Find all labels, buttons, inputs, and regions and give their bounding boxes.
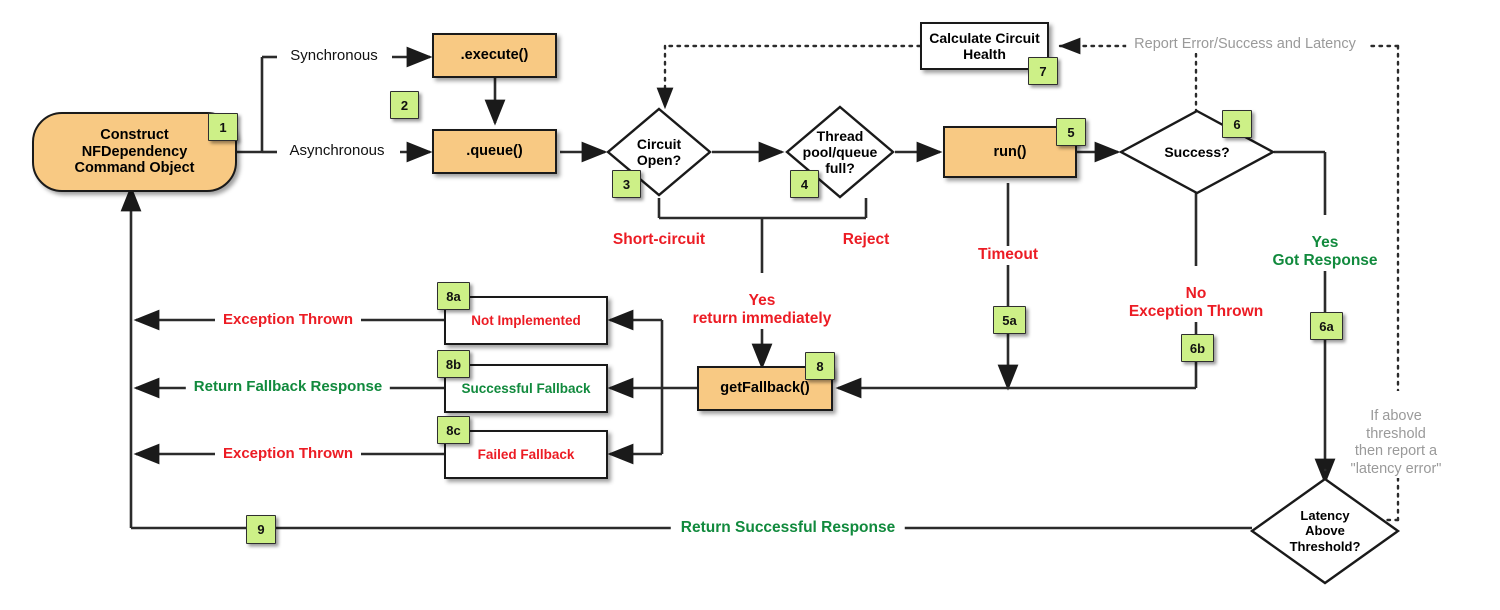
label-reject: Reject	[838, 231, 894, 250]
label-return-fallback-response: Return Fallback Response	[185, 378, 391, 396]
label-no-exception-thrown-text: No Exception Thrown	[1128, 284, 1264, 321]
node-get-fallback-label: getFallback()	[720, 380, 810, 397]
badge-3-text: 3	[622, 176, 631, 192]
node-execute[interactable]: .execute()	[432, 33, 557, 78]
badge-8-text: 8	[816, 358, 824, 374]
label-return-successful-response: Return Successful Response	[670, 519, 906, 538]
node-latency-above-threshold-label: Latency Above Threshold?	[1289, 508, 1361, 554]
badge-8a-text: 8a	[446, 288, 461, 304]
label-synchronous-text: Synchronous	[290, 47, 378, 64]
badge-8b: 8b	[437, 350, 470, 378]
node-successful-fallback[interactable]: Successful Fallback	[444, 364, 608, 413]
node-queue-label: .queue()	[466, 143, 523, 160]
label-asynchronous-text: Asynchronous	[289, 142, 385, 159]
label-synchronous: Synchronous	[284, 47, 384, 65]
badge-8a: 8a	[437, 282, 470, 310]
badge-9-text: 9	[257, 522, 265, 537]
node-success-label: Success?	[1164, 143, 1230, 160]
label-asynchronous: Asynchronous	[283, 142, 391, 160]
badge-6: 6	[1222, 110, 1252, 138]
node-queue[interactable]: .queue()	[432, 129, 557, 174]
node-construct-command[interactable]: Construct NFDependency Command Object	[32, 112, 237, 192]
badge-4-text: 4	[800, 176, 809, 192]
label-short-circuit-text: Short-circuit	[612, 231, 706, 248]
label-timeout: Timeout	[974, 246, 1042, 265]
badge-6a: 6a	[1310, 312, 1343, 340]
node-not-implemented-label: Not Implemented	[471, 312, 581, 328]
label-no-exception-thrown: No Exception Thrown	[1122, 266, 1270, 322]
label-yes-return-immediately: Yes return immediately	[686, 273, 838, 329]
badge-3: 3	[612, 170, 641, 198]
label-short-circuit: Short-circuit	[608, 231, 710, 250]
label-return-fallback-response-text: Return Fallback Response	[193, 378, 383, 395]
badge-2: 2	[390, 91, 419, 119]
label-exception-thrown-top: Exception Thrown	[214, 311, 362, 329]
label-exception-thrown-top-text: Exception Thrown	[222, 311, 354, 328]
badge-8: 8	[805, 352, 835, 380]
badge-6a-text: 6a	[1319, 318, 1334, 334]
label-yes-got-response: Yes Got Response	[1266, 215, 1384, 271]
badge-8b-text: 8b	[445, 356, 462, 372]
node-success[interactable]: Success?	[1118, 108, 1276, 196]
badge-1: 1	[208, 113, 238, 141]
node-thread-pool-full-label: Thread pool/queue full?	[802, 127, 878, 177]
label-if-above-threshold-text: If above threshold then report a "latenc…	[1350, 408, 1442, 477]
node-circuit-open-label: Circuit Open?	[636, 135, 682, 168]
label-yes-got-response-text: Yes Got Response	[1272, 233, 1378, 270]
badge-6b: 6b	[1181, 334, 1214, 362]
badge-7-text: 7	[1039, 63, 1047, 79]
badge-8c-text: 8c	[446, 422, 461, 438]
badge-7: 7	[1028, 57, 1058, 85]
node-successful-fallback-label: Successful Fallback	[461, 380, 591, 396]
label-exception-thrown-bottom-text: Exception Thrown	[222, 445, 354, 462]
label-yes-return-immediately-text: Yes return immediately	[692, 291, 832, 328]
label-exception-thrown-bottom: Exception Thrown	[214, 445, 362, 463]
badge-4: 4	[790, 170, 819, 198]
label-timeout-text: Timeout	[978, 246, 1038, 263]
badge-6b-text: 6b	[1189, 340, 1206, 356]
node-failed-fallback-label: Failed Fallback	[477, 446, 575, 462]
node-calculate-circuit-health-label: Calculate Circuit Health	[929, 29, 1040, 62]
badge-5-text: 5	[1067, 124, 1075, 140]
label-return-successful-response-text: Return Successful Response	[680, 519, 896, 536]
badge-2-text: 2	[400, 97, 409, 113]
badge-5a: 5a	[993, 306, 1026, 334]
node-failed-fallback[interactable]: Failed Fallback	[444, 430, 608, 479]
label-report-error-success-latency: Report Error/Success and Latency	[1126, 36, 1364, 54]
node-run-label: run()	[993, 143, 1027, 160]
badge-6-text: 6	[1233, 116, 1241, 132]
badge-8c: 8c	[437, 416, 470, 444]
badge-1-text: 1	[219, 119, 227, 135]
node-execute-label: .execute()	[460, 47, 529, 64]
node-latency-above-threshold[interactable]: Latency Above Threshold?	[1249, 476, 1401, 586]
node-run[interactable]: run()	[943, 126, 1077, 178]
badge-5a-text: 5a	[1002, 312, 1017, 328]
badge-9: 9	[246, 515, 276, 544]
node-calculate-circuit-health[interactable]: Calculate Circuit Health	[920, 22, 1049, 70]
badge-5: 5	[1056, 118, 1086, 146]
node-construct-command-label: Construct NFDependency Command Object	[74, 126, 195, 177]
node-not-implemented[interactable]: Not Implemented	[444, 296, 608, 345]
label-reject-text: Reject	[842, 231, 890, 248]
label-report-error-success-latency-text: Report Error/Success and Latency	[1134, 36, 1356, 52]
label-if-above-threshold: If above threshold then report a "latenc…	[1344, 391, 1448, 478]
